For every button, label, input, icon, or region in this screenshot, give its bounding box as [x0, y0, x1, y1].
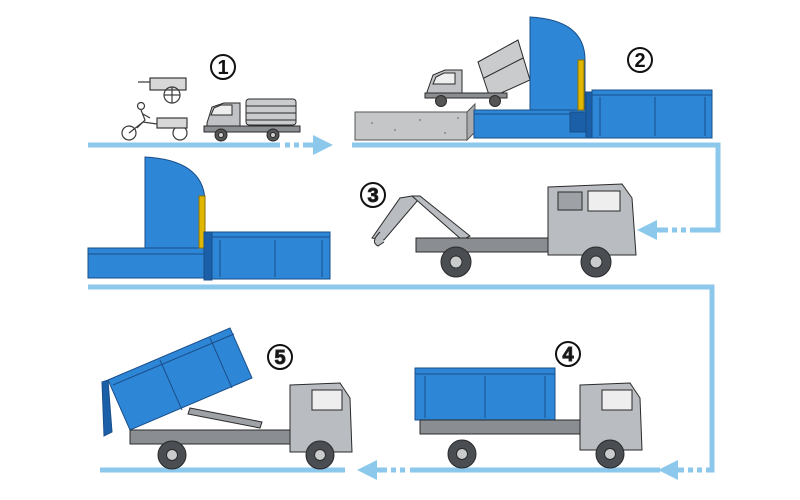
step-1-marker: 1 — [210, 54, 236, 80]
hydraulic-ram-icon — [187, 407, 263, 429]
tipping-mini-truck-icon — [424, 39, 531, 107]
step-2-marker: 2 — [627, 47, 653, 73]
truck-window-icon — [587, 190, 621, 212]
step-3-number: 3 — [367, 185, 378, 207]
compactor-hopper-row2 — [144, 156, 206, 253]
concrete-platform — [354, 102, 476, 142]
step-4-number: 4 — [562, 344, 574, 366]
step-1-number: 1 — [217, 57, 228, 79]
flow-arrows — [88, 135, 721, 480]
hand-cart-icon — [138, 77, 187, 104]
step-3-marker: 3 — [360, 182, 386, 208]
step-5-marker: 5 — [267, 344, 293, 370]
step-4-marker: 4 — [555, 341, 581, 367]
roll-off-container-row2 — [209, 231, 331, 280]
compactor-hopper — [473, 16, 595, 139]
step-3-hooklift-truck: 3 — [360, 182, 637, 278]
hydraulic-cylinder-row2 — [198, 195, 206, 249]
container-tipping-icon — [107, 327, 253, 431]
step-4-truck-loaded: 4 — [414, 341, 643, 469]
step-5-truck-tipping: 5 — [101, 327, 353, 470]
hook-arm-icon — [371, 195, 471, 247]
step-5-number: 5 — [274, 347, 285, 369]
mini-compactor-truck-icon — [203, 98, 301, 142]
step-1-collection: 1 — [121, 54, 301, 142]
step-2-number: 2 — [634, 50, 645, 72]
tricycle-icon — [121, 101, 188, 141]
flow-arrow-row2 — [88, 284, 715, 473]
step-2-transfer-station: 2 — [354, 16, 713, 142]
compactor-station-row2 — [87, 156, 331, 281]
roll-off-container — [585, 89, 713, 139]
compactor-base-row2 — [87, 247, 214, 279]
flow-arrow-row1-b — [352, 142, 721, 233]
